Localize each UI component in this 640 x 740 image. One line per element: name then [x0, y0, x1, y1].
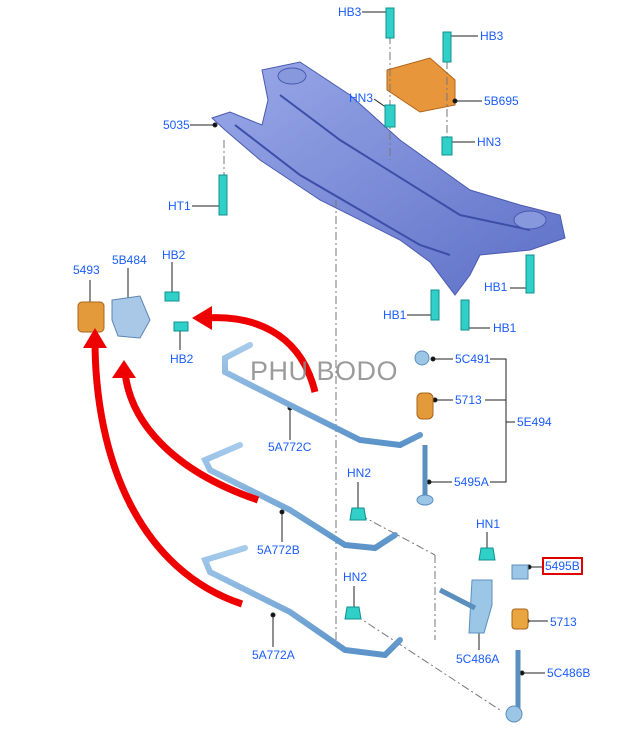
bolt-hb1 — [460, 299, 470, 331]
callout-5713[interactable]: 5713 — [455, 393, 482, 407]
bushing-5495b — [511, 564, 529, 580]
callout-5b695[interactable]: 5B695 — [484, 94, 519, 108]
callout-hn3[interactable]: HN3 — [477, 135, 502, 149]
nut-hn3 — [384, 104, 396, 128]
callout-hb1[interactable]: HB1 — [383, 308, 407, 322]
callout-5035[interactable]: 5035 — [163, 118, 190, 132]
callout-5a772b[interactable]: 5A772B — [257, 543, 300, 557]
stabilizer-bar-5a772a — [200, 545, 403, 659]
callout-5c491[interactable]: 5C491 — [455, 352, 491, 366]
callout-5493[interactable]: 5493 — [73, 263, 100, 277]
red-arrow — [204, 314, 319, 393]
bolt-hb2 — [164, 291, 180, 302]
bolt-ht1 — [218, 174, 228, 216]
callout-hb2[interactable]: HB2 — [162, 248, 186, 262]
bolt-hb1 — [525, 254, 535, 294]
bolt-hb3 — [385, 7, 395, 39]
callout-hb3[interactable]: HB3 — [480, 29, 504, 43]
callout-5a772a[interactable]: 5A772A — [252, 648, 295, 662]
nut-hn2 — [349, 507, 367, 521]
bumper-5713 — [416, 392, 434, 420]
callout-5c486a[interactable]: 5C486A — [456, 652, 500, 666]
nut-hn1 — [478, 547, 496, 561]
callout-hn2[interactable]: HN2 — [343, 570, 368, 584]
red-arrow — [91, 339, 244, 608]
bushing-5c491 — [414, 350, 430, 366]
callout-5e494[interactable]: 5E494 — [517, 415, 552, 429]
callout-5c486b[interactable]: 5C486B — [547, 666, 591, 680]
watermark: PHU BODO — [250, 356, 399, 386]
stabilizer-bar-5a772c — [222, 342, 423, 449]
bolt-hb1 — [430, 289, 440, 321]
callout-hb1[interactable]: HB1 — [484, 280, 508, 294]
bracket-5b484 — [111, 295, 151, 339]
callout-hn2[interactable]: HN2 — [347, 466, 372, 480]
rear-crossmember[interactable] — [211, 61, 566, 296]
callout-hb2[interactable]: HB2 — [170, 352, 194, 366]
callout-5495a[interactable]: 5495A — [454, 475, 489, 489]
stabilizer-bar-5a772b — [200, 442, 398, 552]
link-5c486a — [468, 579, 493, 634]
callout-5495b-highlighted[interactable]: 5495B — [542, 557, 583, 575]
callout-hn3[interactable]: HN3 — [349, 91, 374, 105]
bushing-5493 — [77, 301, 105, 333]
bracket-5b695[interactable] — [386, 57, 456, 113]
nut-hn2 — [344, 606, 362, 620]
callout-5a772c[interactable]: 5A772C — [268, 440, 312, 454]
red-arrow — [121, 371, 260, 504]
bushing-5713 — [511, 608, 529, 630]
callout-5b484[interactable]: 5B484 — [112, 253, 147, 267]
callout-hb3[interactable]: HB3 — [338, 5, 362, 19]
callout-hn1[interactable]: HN1 — [476, 517, 501, 531]
callout-5713[interactable]: 5713 — [550, 615, 577, 629]
callout-ht1[interactable]: HT1 — [168, 199, 191, 213]
nut-hn3 — [441, 136, 453, 156]
callout-hb1[interactable]: HB1 — [493, 321, 517, 335]
bolt-hb3 — [442, 31, 452, 63]
bolt-hb2 — [173, 321, 189, 332]
